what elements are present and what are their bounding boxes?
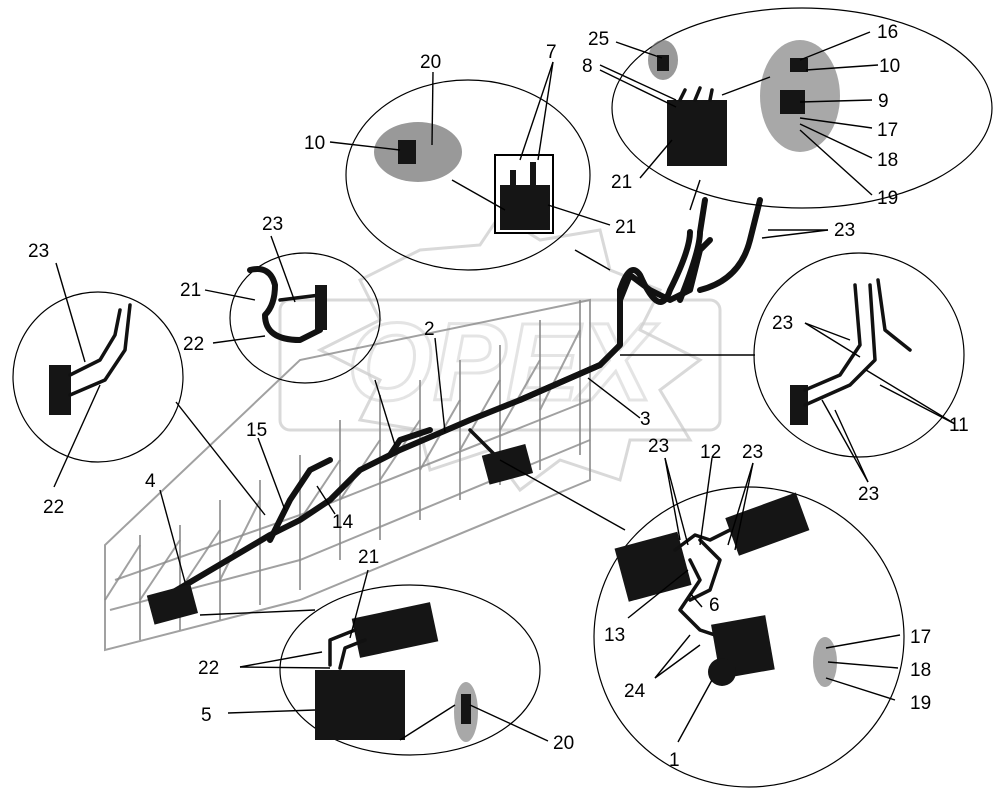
callout-23-bottom-right-b: 23 (742, 442, 763, 463)
callout-23-top-right: 23 (834, 220, 855, 241)
callout-11: 11 (949, 415, 969, 436)
callout-22-bottom-center: 22 (198, 658, 219, 679)
callout-3: 3 (640, 409, 651, 430)
callout-18-top: 18 (877, 150, 898, 171)
callout-20-top: 20 (420, 52, 441, 73)
callout-4: 4 (145, 471, 156, 492)
callout-7: 7 (546, 42, 557, 63)
hose-detail-right (790, 278, 912, 425)
bolt-20 (461, 694, 471, 724)
detail-circle-bottom-right (593, 486, 905, 788)
fitting-16 (790, 58, 808, 72)
callout-17-top: 17 (877, 120, 898, 141)
detail-circle-bottom-center (279, 584, 541, 756)
heater-detail-bottom-center (315, 602, 439, 740)
callout-6: 6 (709, 595, 720, 616)
callout-14: 14 (332, 512, 354, 533)
callout-16: 16 (877, 22, 898, 43)
callout-23-left-1: 23 (28, 241, 49, 262)
heater-unit-bottom-left (146, 584, 199, 625)
heater-block-21-top (667, 86, 727, 166)
callout-labels: 20 7 10 21 25 8 21 16 10 9 17 18 19 23 2… (28, 22, 969, 771)
callout-10-top-center: 10 (304, 133, 325, 154)
callout-22-left-2: 22 (183, 334, 204, 355)
callout-21-bottom-center: 21 (358, 547, 379, 568)
callout-1: 1 (669, 750, 680, 771)
grey-detail-17-19-small (813, 637, 837, 687)
detail-connectors (175, 179, 755, 616)
callout-8: 8 (582, 56, 593, 77)
detail-circle-top-right (611, 7, 993, 209)
callout-15: 15 (246, 420, 267, 441)
callout-24: 24 (624, 681, 646, 702)
callout-21-top-right: 21 (611, 172, 632, 193)
grey-detail-10-20 (374, 122, 462, 182)
callout-leaders (53, 31, 956, 743)
panel-7 (494, 154, 554, 234)
hose-detail-22-23 (247, 266, 327, 343)
callout-23-right-top: 23 (772, 313, 793, 334)
detail-circle-left-1 (12, 291, 184, 463)
upper-hose-loops (617, 197, 763, 305)
detail-circle-right (753, 252, 965, 458)
callout-13: 13 (604, 625, 625, 646)
callout-21-left-2: 21 (180, 280, 201, 301)
callout-5: 5 (201, 705, 212, 726)
callout-20-bottom: 20 (553, 733, 574, 754)
callout-17-bottom: 17 (910, 627, 931, 648)
callout-10-top-right: 10 (879, 56, 900, 77)
heater-detail-bottom-right (614, 492, 810, 686)
callout-19-bottom: 19 (910, 693, 931, 714)
callout-21-top-center: 21 (615, 217, 636, 238)
callout-23-left-2: 23 (262, 214, 283, 235)
hose-detail-left (49, 303, 132, 415)
callout-25: 25 (588, 29, 609, 50)
bracket-10-top (398, 140, 416, 164)
callout-18-bottom: 18 (910, 660, 931, 681)
clip-25 (657, 55, 669, 71)
detail-circle-left-2 (229, 252, 381, 384)
detail-circle-top-center (345, 79, 591, 271)
callout-22-left-1: 22 (43, 497, 64, 518)
callout-2: 2 (424, 319, 435, 340)
callout-23-bottom-right-a: 23 (648, 436, 669, 457)
callout-12: 12 (700, 442, 721, 463)
callout-19-top: 19 (877, 188, 898, 209)
callout-9: 9 (878, 91, 889, 112)
callout-23-right-bottom: 23 (858, 484, 879, 505)
